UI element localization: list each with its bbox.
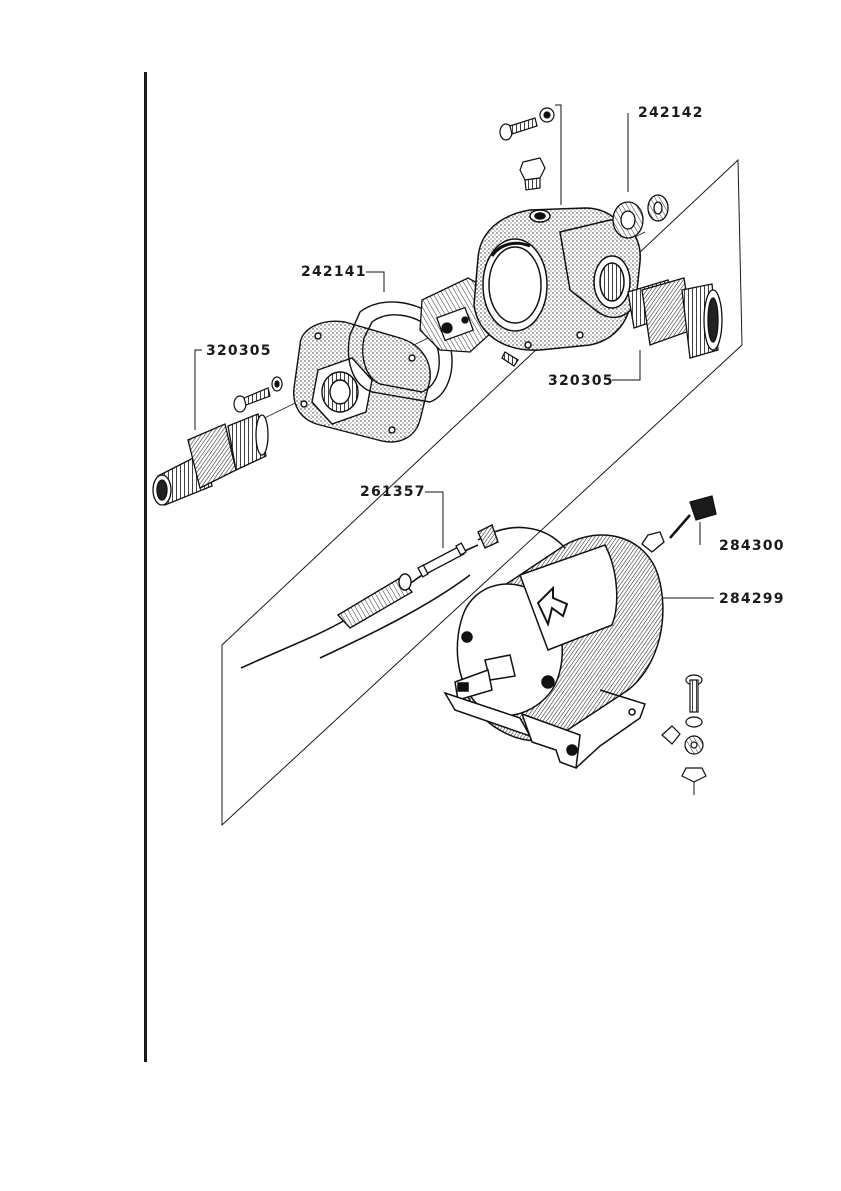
part-number-label: 284300 — [719, 539, 785, 553]
carbon-brush — [642, 496, 716, 552]
cover-screw — [234, 377, 282, 412]
part-number-label: 261357 — [360, 485, 426, 499]
mounting-hardware — [662, 675, 706, 782]
leader-320305-left — [195, 350, 202, 430]
part-number-label: 242142 — [638, 106, 704, 120]
part-number-label: 320305 — [548, 374, 614, 388]
leader-261357 — [425, 492, 443, 548]
part-number-label: 242141 — [301, 265, 367, 279]
part-number-label: 284299 — [719, 592, 785, 606]
motor — [445, 535, 663, 768]
left-port-fitting — [153, 414, 268, 505]
bearing-seal — [613, 195, 668, 238]
top-plug — [520, 158, 545, 190]
leader-320305-right — [612, 350, 640, 380]
cover-plate — [294, 321, 431, 442]
right-port-fitting — [628, 278, 722, 358]
part-number-label: 320305 — [206, 344, 272, 358]
fuse — [418, 543, 466, 577]
leader-242141 — [366, 272, 384, 292]
top-screw — [500, 108, 554, 140]
